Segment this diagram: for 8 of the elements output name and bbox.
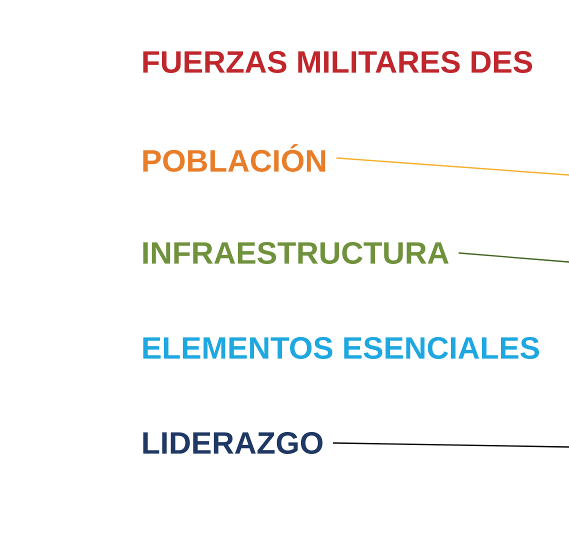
- label-text: FUERZAS MILITARES DES: [143, 51, 532, 73]
- leader-line: [332, 442, 569, 448]
- label-text: ELEMENTOS ESENCIALES: [143, 337, 540, 359]
- label-text: POBLACIÓN: [143, 144, 326, 172]
- leader-line: [336, 157, 569, 176]
- leader-line: [458, 252, 569, 263]
- label-text: LIDERAZGO: [143, 432, 322, 454]
- label-text: INFRAESTRUCTURA: [143, 242, 449, 264]
